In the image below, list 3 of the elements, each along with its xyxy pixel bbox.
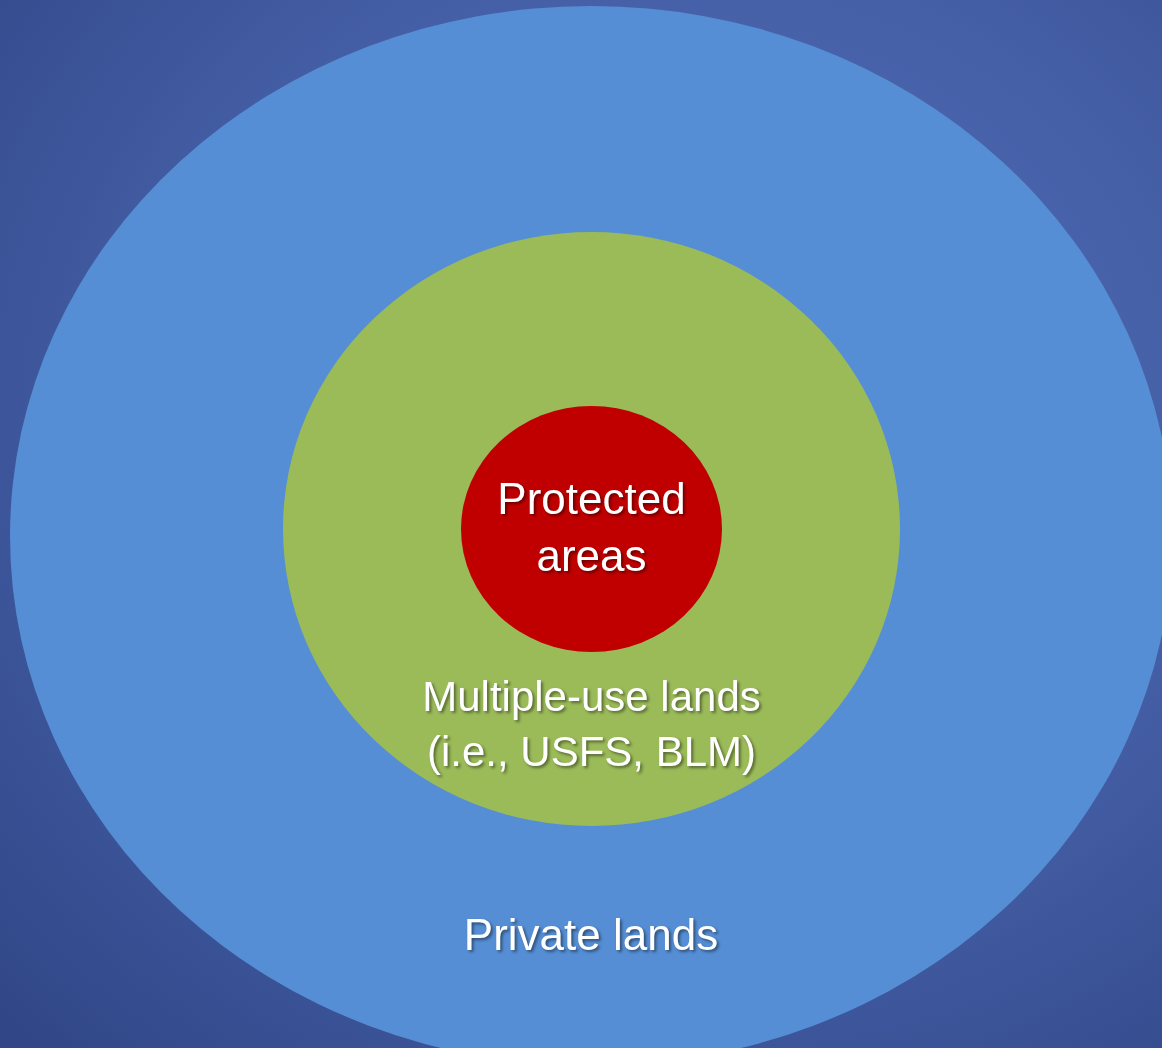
region-label: Multiple-use lands (i.e., USFS, BLM) — [421, 672, 762, 777]
region-label: Protected areas — [496, 473, 687, 583]
region-label: Private lands — [463, 909, 719, 961]
